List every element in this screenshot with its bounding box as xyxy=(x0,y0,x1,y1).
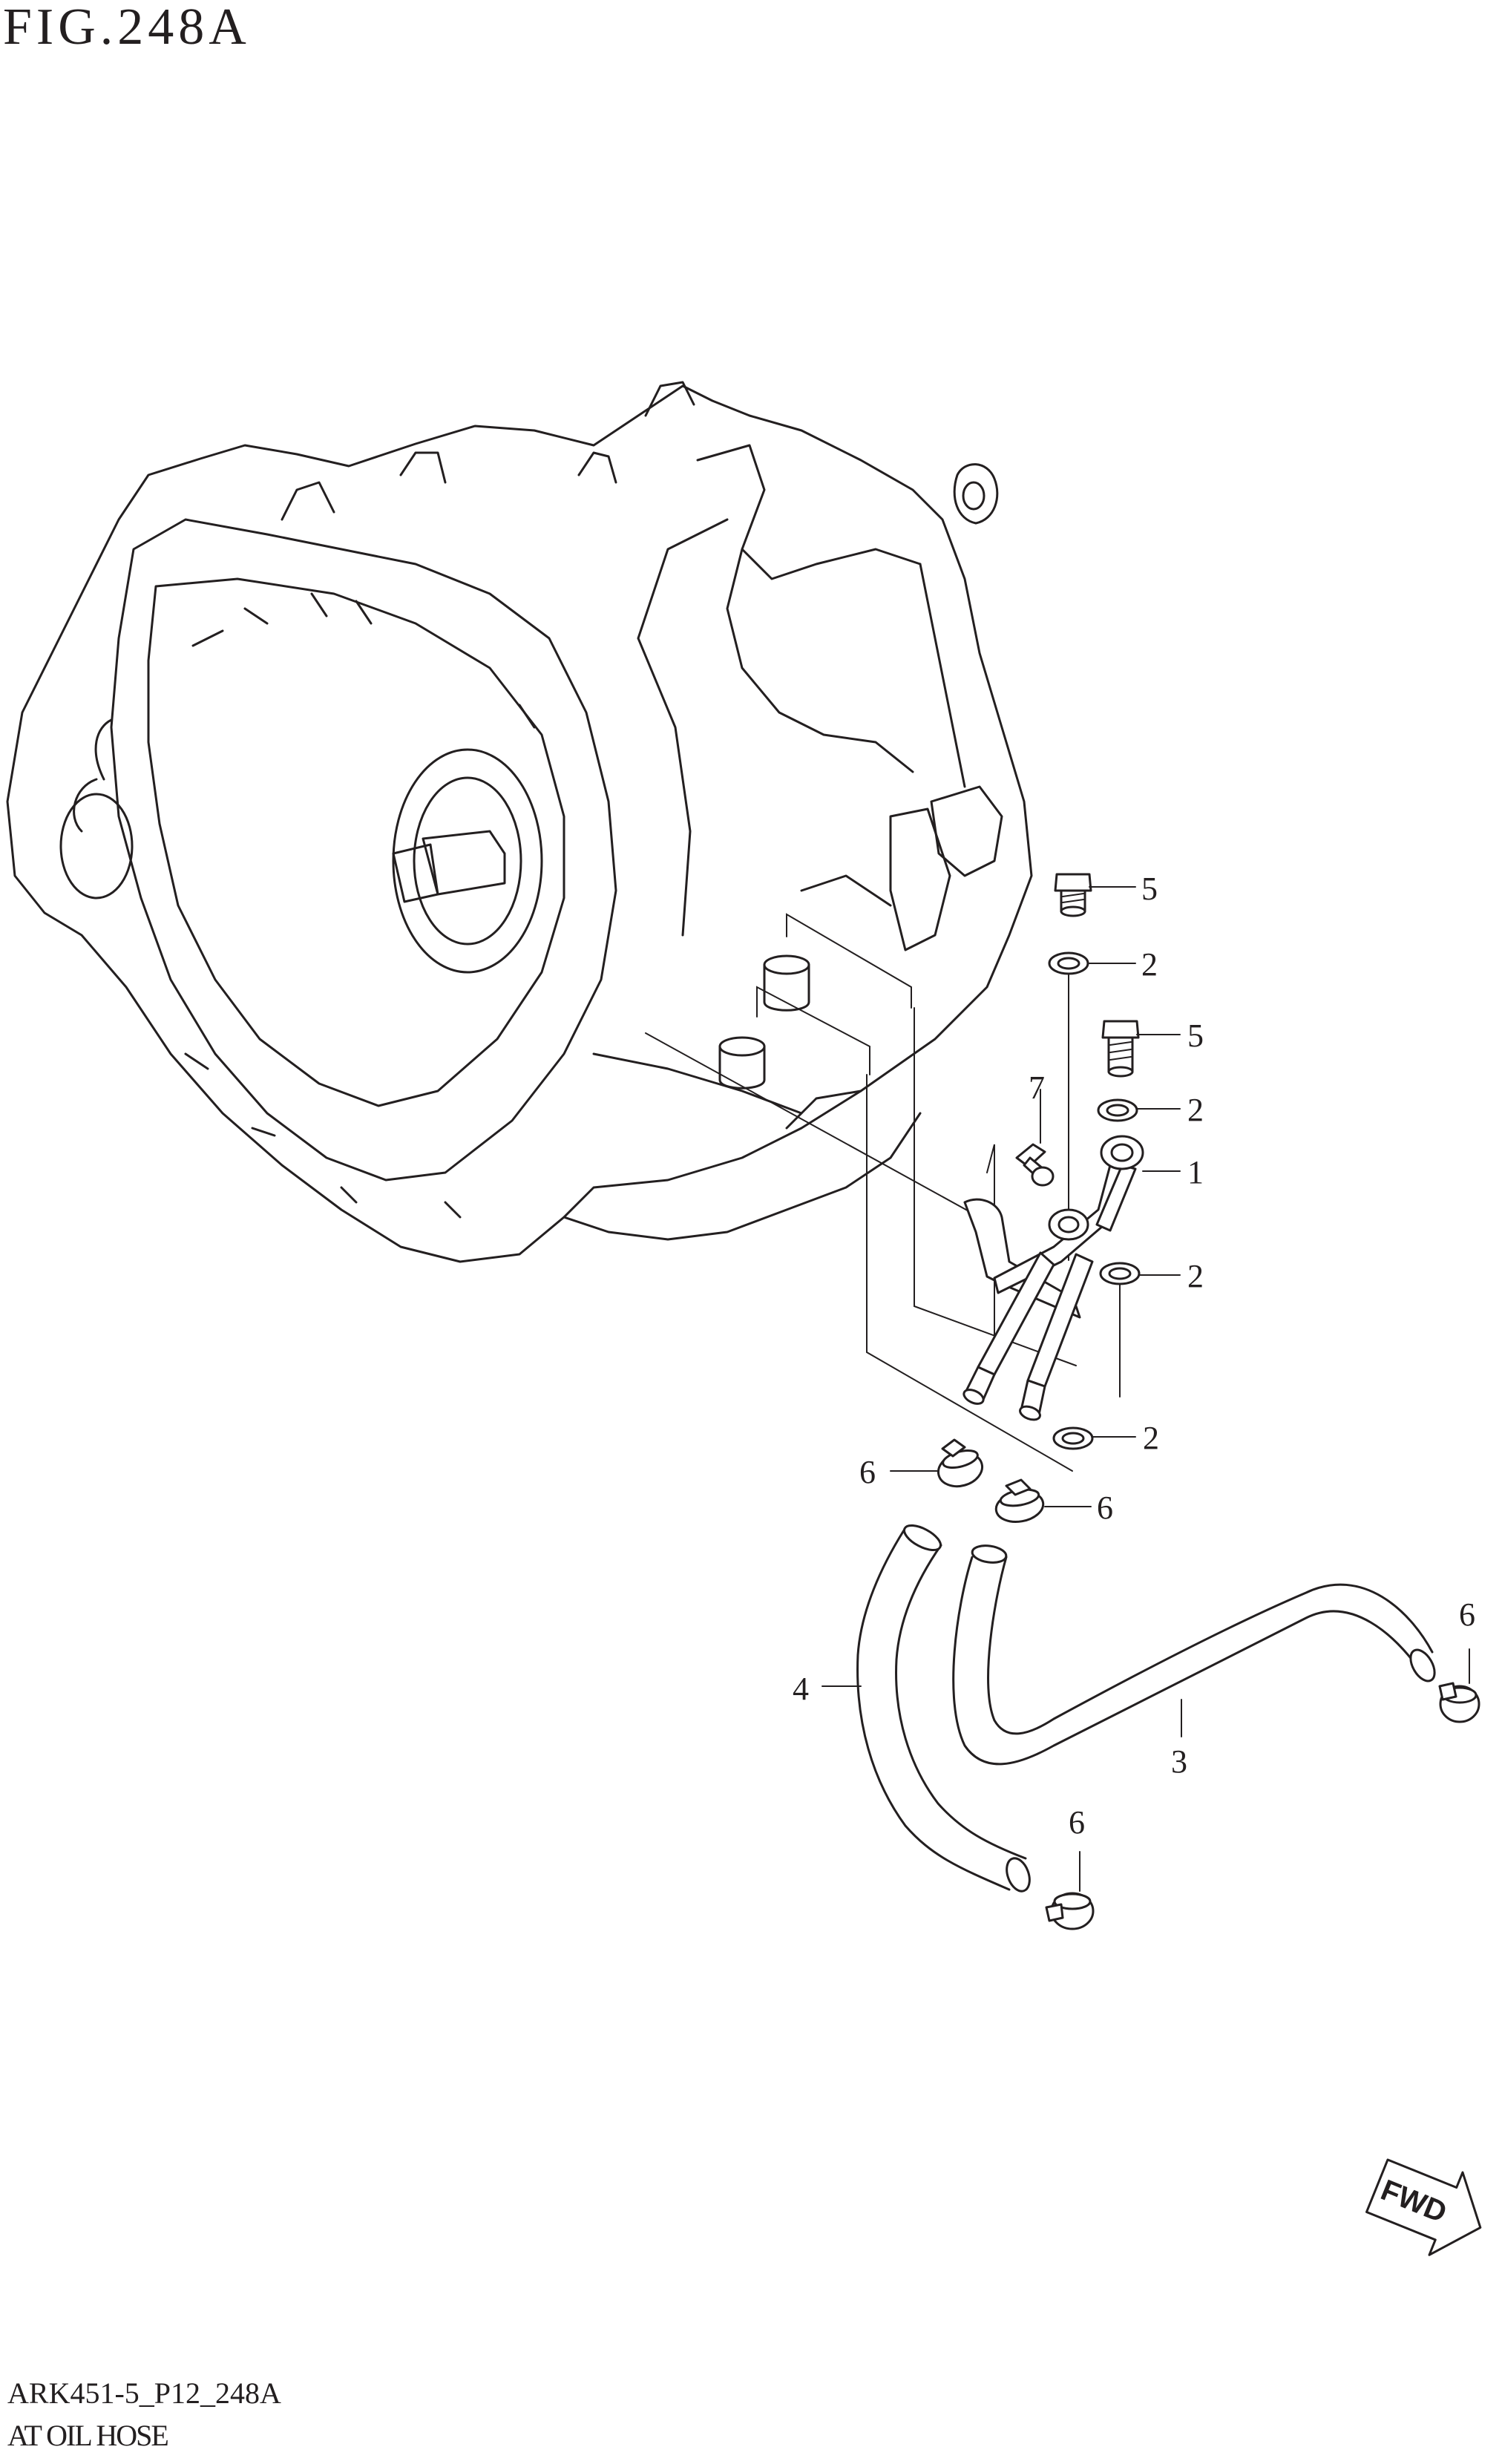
callout-6-b: 6 xyxy=(1097,1490,1113,1526)
part-5-union-bolt-lower xyxy=(1101,1020,1140,1078)
diagram-name: AT OIL HOSE xyxy=(7,2419,169,2452)
callout-2-d: 2 xyxy=(1143,1420,1159,1456)
callout-6-c: 6 xyxy=(1459,1596,1475,1633)
part-1-oil-pipe xyxy=(962,1135,1144,1421)
callout-2-a: 2 xyxy=(1141,946,1158,983)
callout-7: 7 xyxy=(1029,1069,1045,1106)
callout-5-lower: 5 xyxy=(1187,1018,1204,1054)
diagram-code: ARK451-5_P12_248A xyxy=(7,2376,281,2410)
callout-1: 1 xyxy=(1187,1154,1204,1190)
part-4-oil-hose xyxy=(856,1524,1031,1893)
part-2-gaskets xyxy=(1048,951,1141,1450)
figure-title: FIG.248A xyxy=(3,0,251,56)
callout-5-upper: 5 xyxy=(1141,871,1158,907)
callout-labels: 5 2 5 2 1 2 2 7 6 6 6 6 4 3 xyxy=(793,871,1475,1841)
part-6-clamp-a xyxy=(937,1438,984,1488)
callout-3: 3 xyxy=(1171,1743,1187,1780)
part-3-oil-hose xyxy=(952,1544,1436,1766)
callout-2-c: 2 xyxy=(1187,1258,1204,1294)
callout-leaders xyxy=(821,886,1470,1892)
part-6-clamp-d xyxy=(1045,1892,1095,1930)
transmission-assembly xyxy=(6,381,1033,1263)
part-6-clamp-b xyxy=(994,1478,1045,1523)
callout-6-d: 6 xyxy=(1069,1804,1085,1841)
reference-lines xyxy=(645,913,1121,1472)
part-5-union-bolt-upper xyxy=(1054,873,1092,917)
callout-2-b: 2 xyxy=(1187,1092,1204,1128)
callout-4: 4 xyxy=(793,1671,809,1707)
callout-6-a: 6 xyxy=(859,1454,876,1490)
part-6-clamp-c xyxy=(1438,1682,1480,1723)
part-7-bolt xyxy=(1015,1143,1055,1187)
fwd-direction-arrow: FWD xyxy=(1365,2158,1482,2256)
